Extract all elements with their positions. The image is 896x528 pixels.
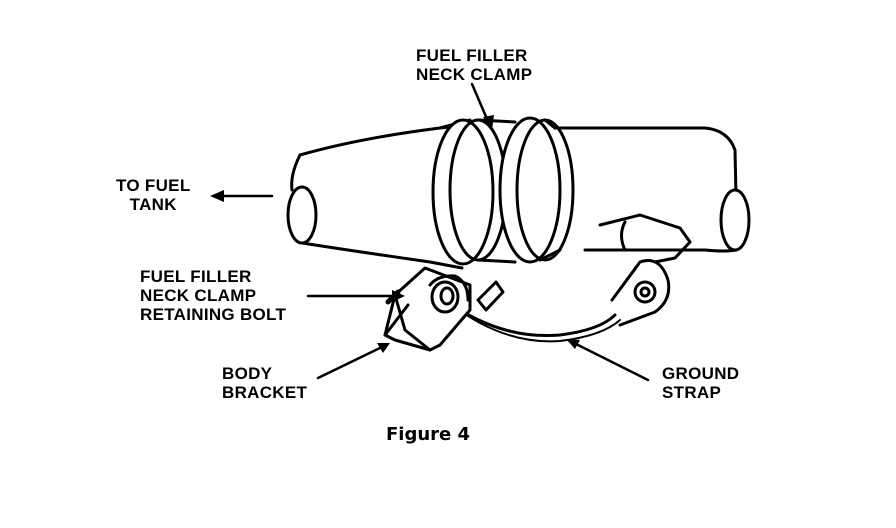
label-to-fuel-tank-line2: TANK [129, 195, 177, 214]
ground-strap-leader [570, 340, 650, 382]
label-ground-strap-line2: STRAP [662, 383, 722, 402]
figure-caption: Figure 4 [386, 424, 471, 445]
body-bracket-leader [316, 344, 386, 380]
ground-strap-wire [443, 280, 621, 343]
body-bracket-shape [383, 266, 472, 352]
label-retaining-bolt-line1: FUEL FILLER [140, 267, 252, 286]
clamp-bracket [598, 213, 692, 327]
label-retaining-bolt-line3: RETAINING BOLT [140, 305, 287, 324]
label-body-bracket-line2: BRACKET [222, 383, 308, 402]
label-retaining-bolt-line2: NECK CLAMP [140, 286, 257, 305]
arrowheads [210, 115, 580, 353]
label-to-fuel-tank: TO FUEL TANK [116, 176, 191, 214]
label-retaining-bolt: FUEL FILLER NECK CLAMP RETAINING BOLT [140, 267, 286, 324]
label-body-bracket: BODY BRACKET [222, 364, 307, 402]
filler-pipe [553, 126, 751, 253]
label-to-fuel-tank-line1: TO FUEL [116, 176, 191, 195]
label-neck-clamp-line1: FUEL FILLER [416, 46, 528, 65]
label-neck-clamp: FUEL FILLER NECK CLAMP [416, 46, 532, 84]
label-neck-clamp-line2: NECK CLAMP [416, 65, 533, 84]
neck-clamp-rings [431, 116, 575, 266]
label-body-bracket-line1: BODY [222, 364, 273, 383]
leader-lines [216, 82, 650, 382]
label-ground-strap: GROUND STRAP [662, 364, 739, 402]
label-ground-strap-line1: GROUND [662, 364, 740, 383]
